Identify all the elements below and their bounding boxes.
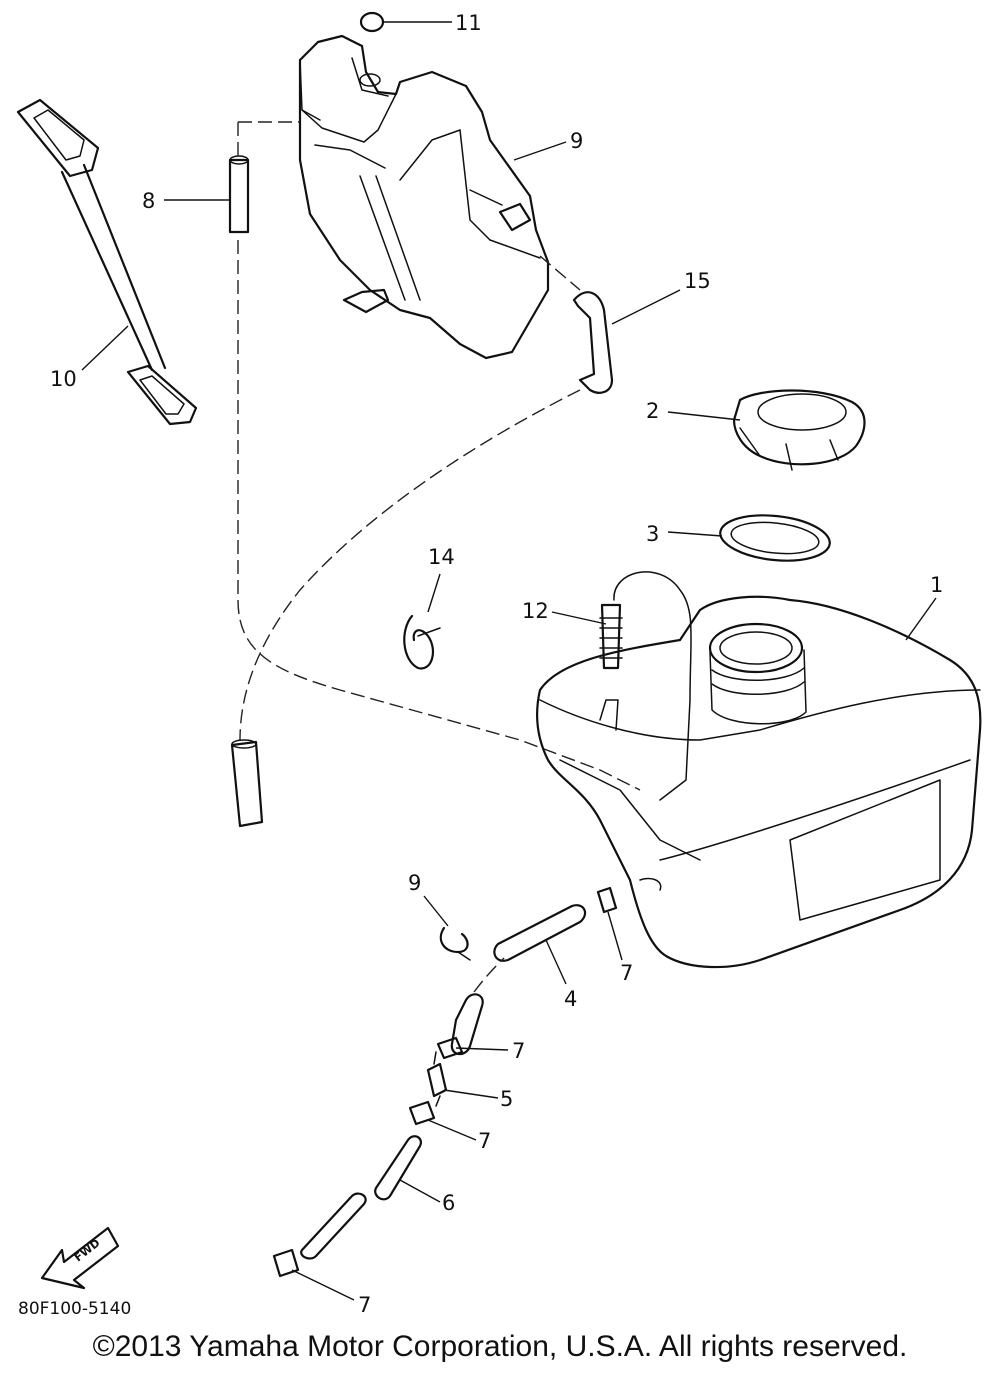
gasket-ring xyxy=(719,514,831,562)
small-cap xyxy=(359,11,385,33)
fuel-tank xyxy=(536,595,982,969)
hose-clip-upper xyxy=(403,614,441,670)
callout-7-middle: 7 xyxy=(478,1129,491,1153)
callout-11: 9 xyxy=(570,129,583,153)
callout-7-tank: 7 xyxy=(620,961,633,985)
callout-8: 8 xyxy=(142,189,155,213)
hose-clamp-4 xyxy=(272,1248,300,1278)
hose-clamp-2 xyxy=(436,1036,464,1060)
callout-15: 15 xyxy=(684,269,711,293)
callout-9: 9 xyxy=(408,871,421,895)
copyright-notice: ©2013 Yamaha Motor Corporation, U.S.A. A… xyxy=(92,1330,908,1363)
filler-cap xyxy=(732,389,866,471)
vent-pipe xyxy=(599,571,692,801)
callout-5: 5 xyxy=(500,1087,513,1111)
fuel-hose-lower xyxy=(300,1135,422,1260)
callout-14: 14 xyxy=(428,545,455,569)
callout-7-upper: 7 xyxy=(512,1039,525,1063)
callout-13: 11 xyxy=(455,11,482,35)
callout-2: 2 xyxy=(646,399,659,423)
callout-12: 10 xyxy=(50,367,77,391)
hose-clip-lower xyxy=(439,926,471,961)
callout-7-lower: 7 xyxy=(358,1293,371,1317)
routing-lines xyxy=(237,121,641,791)
callout-3: 3 xyxy=(646,522,659,546)
reference-code: 80F100-5140 xyxy=(18,1299,131,1319)
fuel-hose xyxy=(450,904,587,1056)
bent-hose xyxy=(572,291,614,394)
callout-10: 12 xyxy=(522,599,549,623)
callout-1: 1 xyxy=(930,573,943,597)
strap-band xyxy=(16,98,198,426)
callout-4: 4 xyxy=(564,987,577,1011)
callout-numbers: 11 9 8 15 10 2 3 14 12 1 9 4 7 7 5 7 6 7 xyxy=(50,11,943,1317)
leader-lines xyxy=(81,21,937,1301)
breather-hose-upper xyxy=(228,155,250,234)
hose-clamp-tank xyxy=(596,886,618,914)
callout-6: 6 xyxy=(442,1191,455,1215)
hose-clamp-3 xyxy=(408,1100,436,1126)
breather-hose-lower xyxy=(230,739,264,828)
fuel-filter xyxy=(426,1051,448,1107)
oil-tank xyxy=(298,34,550,360)
forward-arrow-icon: FWD xyxy=(40,1226,120,1290)
